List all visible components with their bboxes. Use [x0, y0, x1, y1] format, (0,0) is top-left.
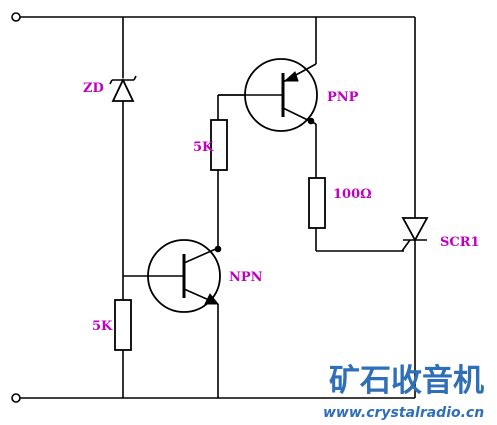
pnp-transistor [218, 58, 318, 132]
pnp-collector-junction [307, 117, 315, 125]
npn-transistor [123, 239, 221, 313]
watermark-url: www.crystalradio.cn [323, 405, 484, 421]
label-r100: 100Ω [333, 187, 372, 202]
scr [401, 217, 429, 252]
label-r-top: 5K [193, 140, 214, 155]
resistor-5k-bottom [114, 299, 132, 351]
resistor-100 [308, 177, 326, 229]
npn-collector-junction [214, 245, 222, 253]
label-scr: SCR1 [440, 235, 480, 250]
label-r-bottom: 5K [92, 319, 113, 334]
terminal-top [11, 12, 21, 22]
zener-diode [109, 75, 137, 102]
label-zd: ZD [83, 81, 104, 96]
resistor-5k-top [210, 119, 228, 171]
watermark-brand: 矿石收音机 [329, 363, 484, 399]
label-npn: NPN [229, 270, 263, 285]
terminal-bottom [11, 393, 21, 403]
label-pnp: PNP [327, 90, 359, 105]
